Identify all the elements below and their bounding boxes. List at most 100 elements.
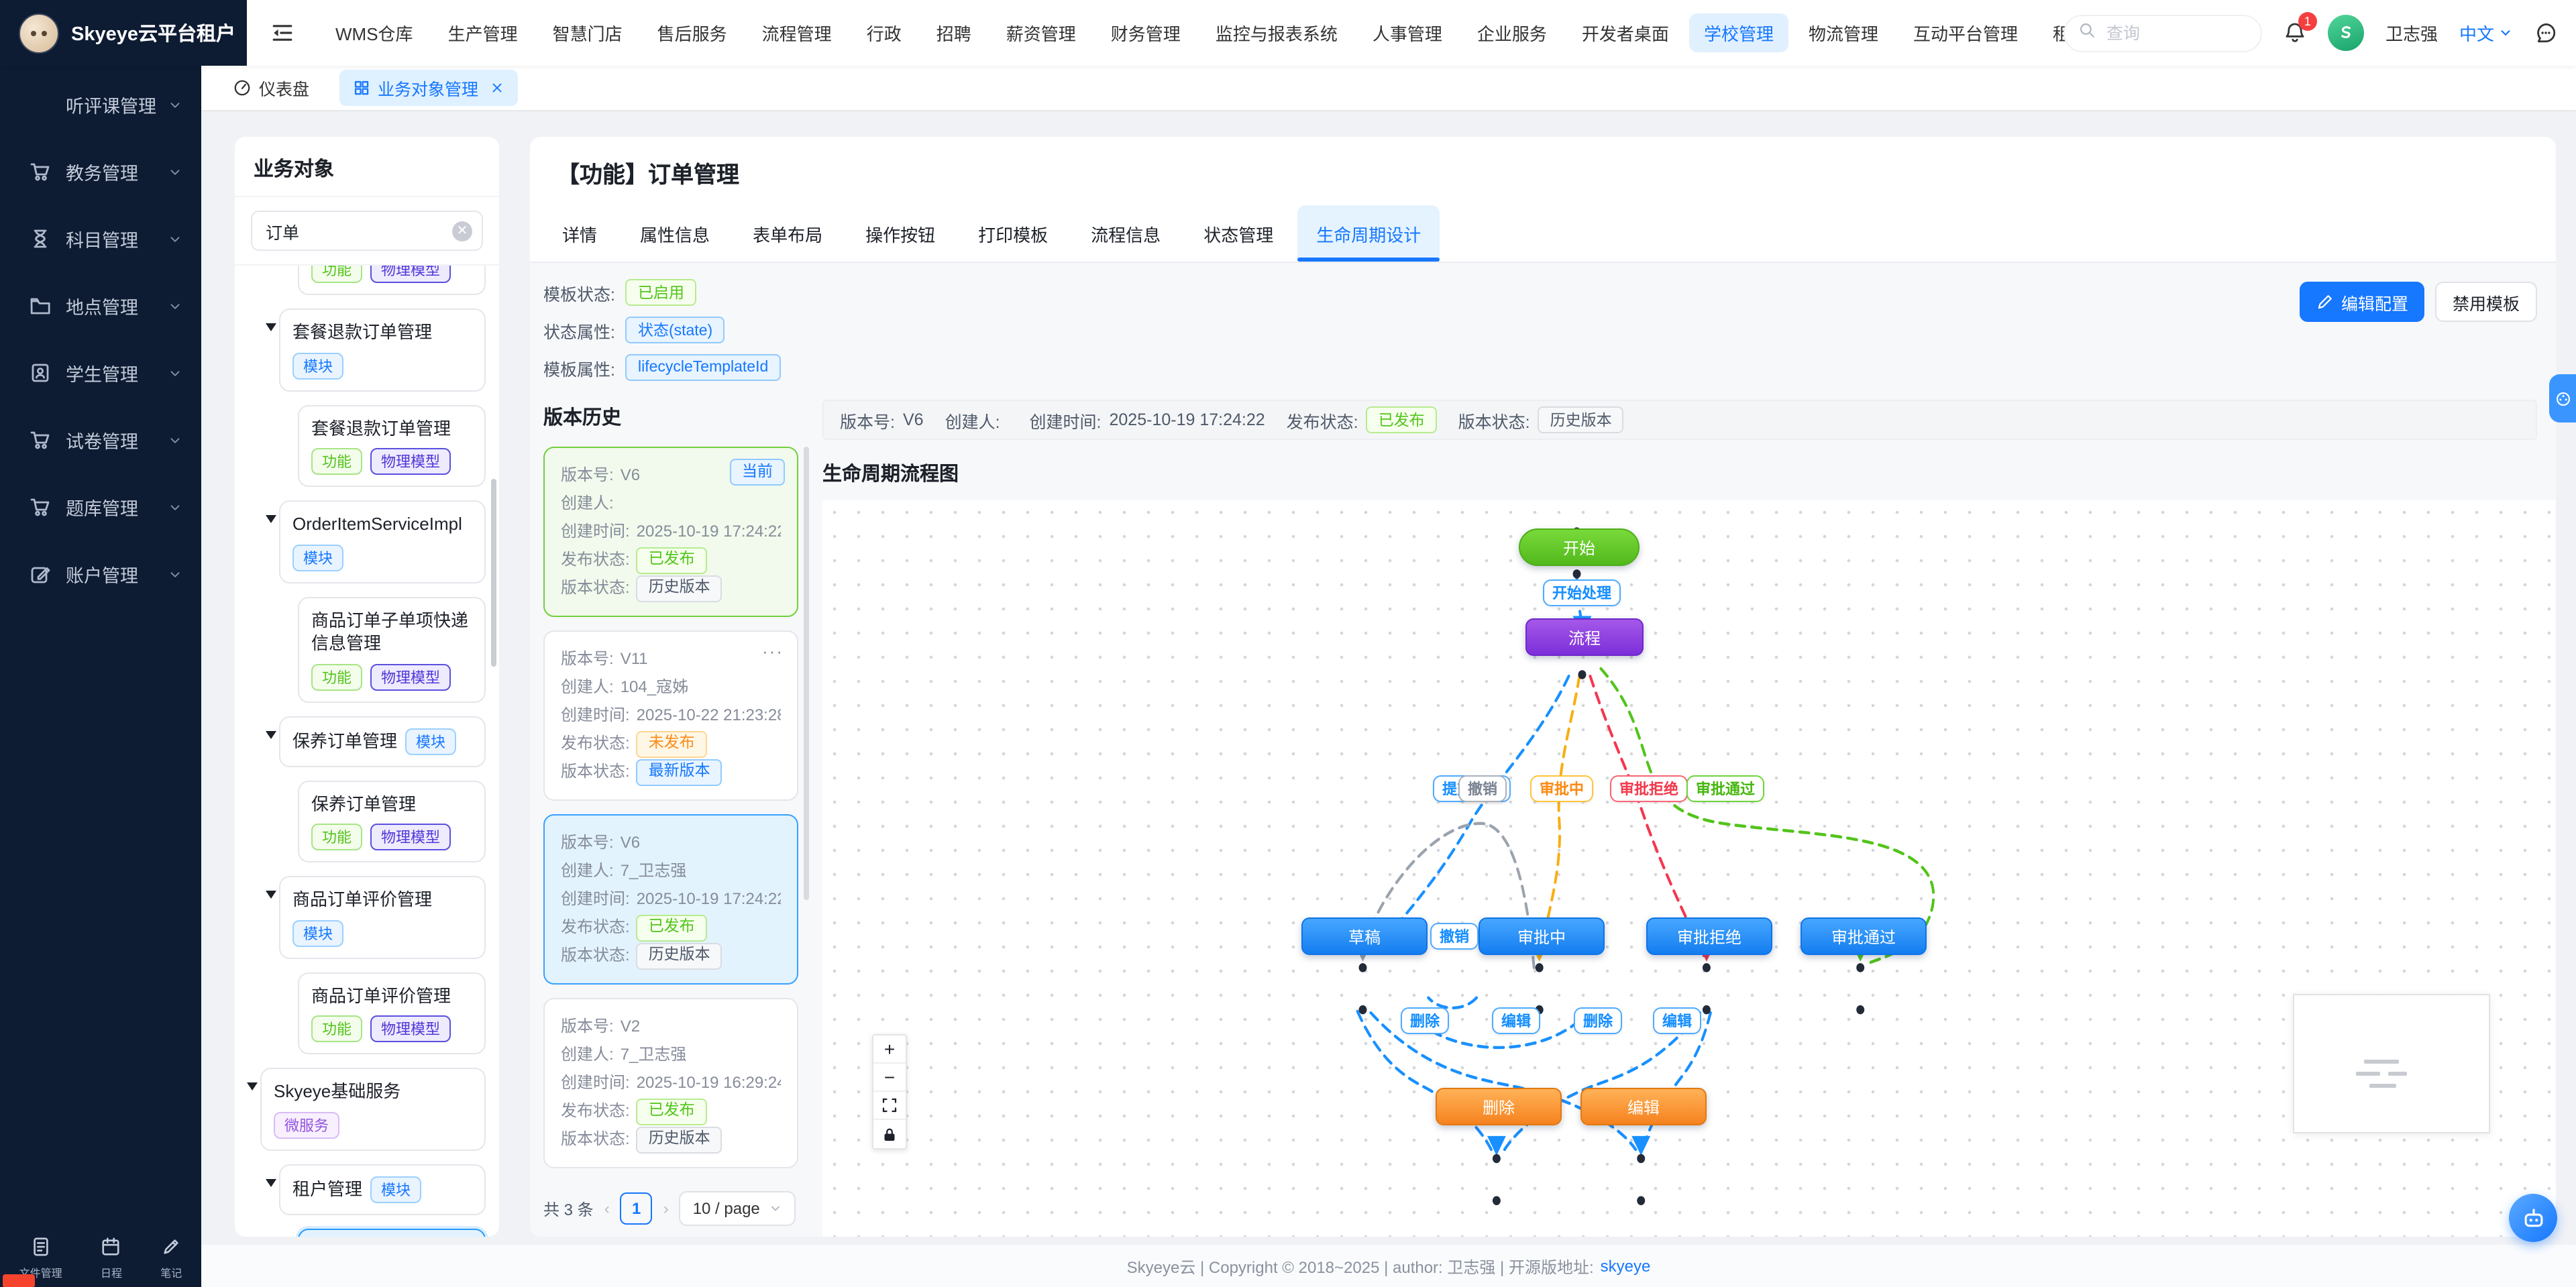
card-menu-icon[interactable]: ··· [762, 641, 784, 661]
flow-node-编辑[interactable]: 编辑 [1580, 1088, 1707, 1125]
tab-操作按钮[interactable]: 操作按钮 [865, 225, 936, 245]
flow-node-审批拒绝[interactable]: 审批拒绝 [1646, 917, 1772, 955]
tree-item-商品订单子单项快递信息管理[interactable]: 商品订单子单项快递信息管理功能物理模型 [298, 596, 486, 703]
nav-item-WMS仓库[interactable]: WMS仓库 [335, 24, 413, 44]
edit-config-button[interactable]: 编辑配置 [2299, 282, 2424, 322]
nav-item-生产管理[interactable]: 生产管理 [447, 24, 518, 44]
tree-item-保养订单管理[interactable]: 保养订单管理模块 [279, 716, 486, 767]
search-input[interactable] [2103, 22, 2247, 44]
nav-item-开发者桌面[interactable]: 开发者桌面 [1581, 24, 1669, 44]
clear-search-icon[interactable]: ✕ [452, 221, 472, 241]
next-page-icon[interactable]: › [663, 1199, 669, 1218]
sidebar-item-题库管理[interactable]: 题库管理 [0, 473, 201, 541]
tree-caret-icon[interactable] [243, 1068, 260, 1091]
tab-表单布局[interactable]: 表单布局 [753, 225, 823, 245]
flow-minimap[interactable] [2293, 994, 2490, 1133]
nav-item-行政[interactable]: 行政 [866, 24, 902, 44]
zoom-in-button[interactable]: + [873, 1036, 906, 1064]
field-value-badge[interactable]: 已启用 [625, 279, 696, 306]
tree-caret-icon[interactable] [262, 1164, 279, 1187]
lock-button[interactable] [873, 1120, 906, 1148]
tree-item-Skyeye基础服务[interactable]: Skyeye基础服务微服务 [260, 1068, 486, 1151]
feedback-chat-icon[interactable] [2534, 21, 2557, 44]
tree-item-partial[interactable]: 功能物理模型 [298, 266, 486, 295]
assistant-button[interactable] [2509, 1194, 2557, 1242]
collapse-menu-icon[interactable] [271, 21, 294, 44]
zoom-out-button[interactable]: − [873, 1064, 906, 1092]
tree-search-input[interactable] [252, 221, 482, 240]
tab-属性信息[interactable]: 属性信息 [640, 225, 710, 245]
edge-label-审批通过[interactable]: 审批通过 [1686, 775, 1764, 802]
nav-item-招聘[interactable]: 招聘 [936, 24, 971, 44]
field-value-badge[interactable]: lifecycleTemplateId [625, 354, 781, 381]
corner-red-badge[interactable] [3, 1274, 35, 1287]
nav-item-智慧门店[interactable]: 智慧门店 [552, 24, 623, 44]
tab-打印模板[interactable]: 打印模板 [978, 225, 1049, 245]
tree-caret-icon[interactable] [262, 309, 279, 331]
sidebar-item-教务管理[interactable]: 教务管理 [0, 138, 201, 205]
nav-item-流程管理[interactable]: 流程管理 [761, 24, 832, 44]
tab-业务对象管理[interactable]: 业务对象管理 [339, 70, 518, 106]
dock-item-日程[interactable]: 日程 [101, 1237, 122, 1281]
user-name[interactable]: 卫志强 [2385, 24, 2438, 44]
edge-label-开始处理[interactable]: 开始处理 [1543, 579, 1621, 606]
dock-item-笔记[interactable]: 笔记 [160, 1237, 182, 1281]
sidebar-item-账户管理[interactable]: 账户管理 [0, 541, 201, 608]
user-avatar[interactable] [2327, 15, 2364, 51]
close-icon[interactable] [489, 80, 504, 95]
edge-label-审批拒绝[interactable]: 审批拒绝 [1610, 775, 1688, 802]
tree-caret-icon[interactable] [262, 877, 279, 899]
sidebar-item-试卷管理[interactable]: 试卷管理 [0, 406, 201, 473]
logo-block[interactable]: Skyeye云平台租户 [0, 0, 247, 66]
tree-scrollbar[interactable] [491, 479, 496, 667]
notification-bell[interactable]: 1 [2284, 12, 2317, 44]
flow-node-删除[interactable]: 删除 [1436, 1088, 1562, 1125]
flow-node-开始[interactable]: 开始 [1519, 528, 1640, 566]
flow-node-流程[interactable]: 流程 [1525, 618, 1644, 656]
nav-item-学校管理[interactable]: 学校管理 [1688, 13, 1788, 52]
edge-label-审批中[interactable]: 审批中 [1530, 775, 1593, 802]
tab-生命周期设计[interactable]: 生命周期设计 [1297, 205, 1440, 262]
footer-link[interactable]: skyeye [1600, 1257, 1651, 1276]
edge-label-编辑[interactable]: 编辑 [1653, 1007, 1701, 1034]
sidebar-item-听评课管理[interactable]: 听评课管理 [0, 71, 201, 138]
tab-状态管理[interactable]: 状态管理 [1203, 225, 1274, 245]
tab-详情[interactable]: 详情 [562, 225, 598, 245]
nav-item-人事管理[interactable]: 人事管理 [1372, 24, 1442, 44]
flow-node-草稿[interactable]: 草稿 [1301, 917, 1428, 955]
edge-label-编辑[interactable]: 编辑 [1492, 1007, 1540, 1034]
tree-caret-icon[interactable] [262, 716, 279, 739]
nav-item-企业服务[interactable]: 企业服务 [1477, 24, 1547, 44]
language-switch[interactable]: 中文 [2459, 20, 2513, 46]
tree-item-保养订单管理[interactable]: 保养订单管理功能物理模型 [298, 780, 486, 863]
tree-caret-icon[interactable] [262, 500, 279, 524]
edge-label-删除[interactable]: 删除 [1401, 1007, 1449, 1034]
tab-流程信息[interactable]: 流程信息 [1091, 225, 1161, 245]
disable-template-button[interactable]: 禁用模板 [2434, 282, 2537, 322]
global-search[interactable] [2063, 14, 2262, 52]
nav-item-薪资管理[interactable]: 薪资管理 [1006, 24, 1076, 44]
flow-node-审批通过[interactable]: 审批通过 [1801, 917, 1927, 955]
edge-label-撤销[interactable]: 撤销 [1430, 923, 1479, 950]
field-value-badge[interactable]: 状态(state) [625, 317, 725, 343]
page-number[interactable]: 1 [620, 1192, 653, 1225]
fit-view-button[interactable] [873, 1092, 906, 1120]
sidebar-item-学生管理[interactable]: 学生管理 [0, 339, 201, 406]
flow-node-审批中[interactable]: 审批中 [1479, 917, 1605, 955]
prev-page-icon[interactable]: ‹ [604, 1199, 610, 1218]
nav-item-财务管理[interactable]: 财务管理 [1110, 24, 1181, 44]
tab-仪表盘[interactable]: 仪表盘 [220, 70, 323, 106]
edge-label-删除[interactable]: 删除 [1574, 1007, 1622, 1034]
tree-item-租户管理[interactable]: 租户管理模块 [279, 1164, 486, 1215]
version-list-scrollbar[interactable] [804, 447, 809, 900]
theme-panel-button[interactable] [2549, 374, 2576, 423]
nav-item-监控与报表系统[interactable]: 监控与报表系统 [1215, 24, 1338, 44]
sidebar-item-地点管理[interactable]: 地点管理 [0, 272, 201, 339]
